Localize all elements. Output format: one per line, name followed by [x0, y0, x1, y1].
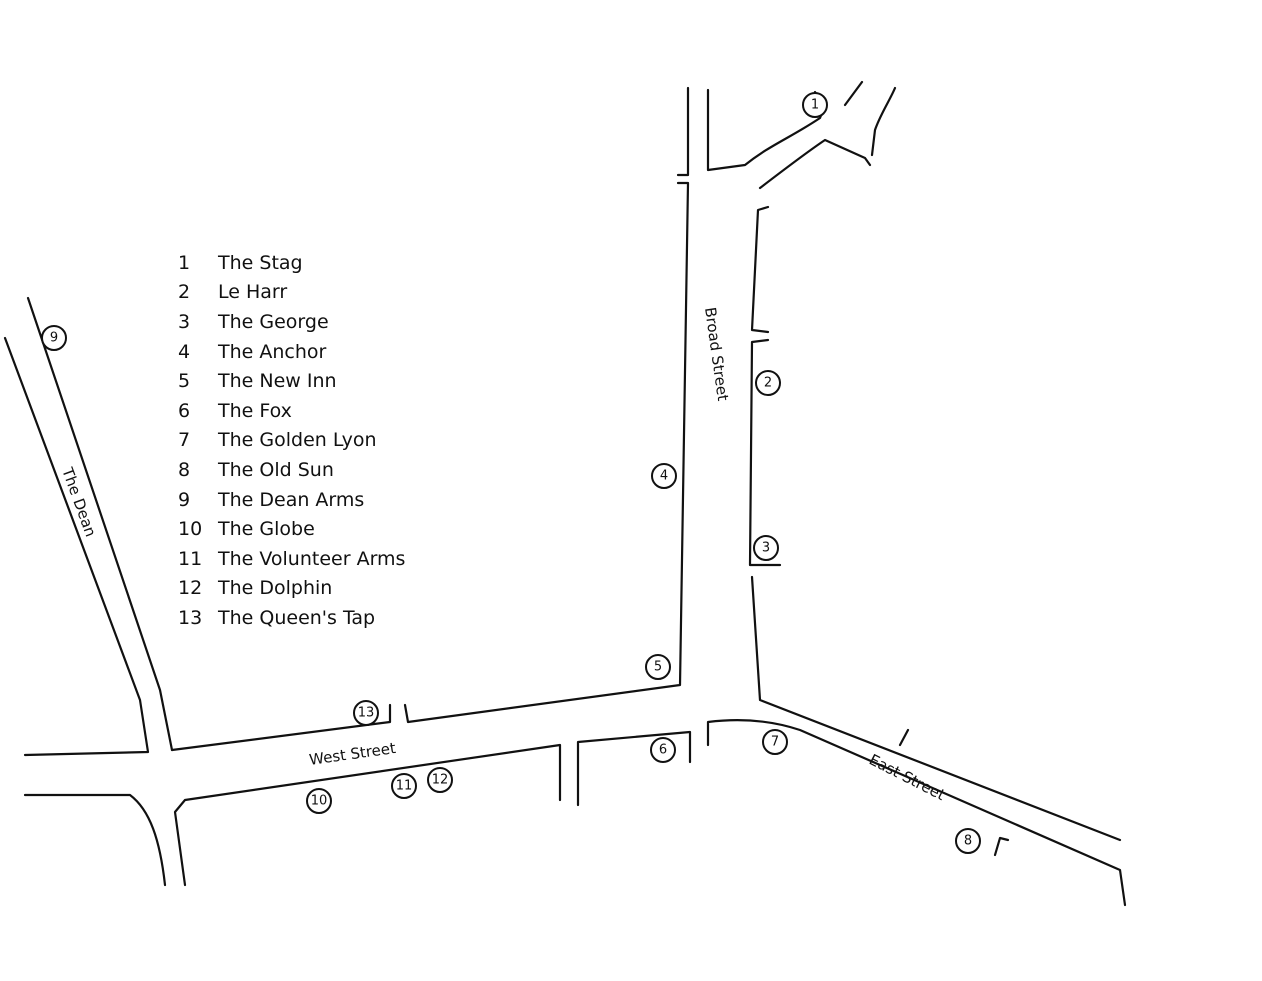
legend-name: The Queen's Tap — [218, 606, 376, 629]
legend-number: 13 — [178, 606, 203, 629]
pub-marker-10[interactable]: 10 — [306, 788, 332, 814]
street-label-the-dean: The Dean — [58, 464, 100, 539]
street-label-broad-street: Broad Street — [701, 306, 732, 402]
legend-name: The Golden Lyon — [218, 429, 377, 452]
pub-marker-12[interactable]: 12 — [427, 767, 453, 793]
svg-text:5: 5 — [654, 660, 662, 675]
legend-number: 3 — [178, 310, 191, 333]
svg-text:1: 1 — [811, 98, 819, 113]
pub-marker-3[interactable]: 3 — [753, 535, 779, 561]
legend-item: 5 The New Inn — [178, 366, 405, 396]
legend-number: 2 — [178, 281, 191, 304]
west-street-south-edge-a — [173, 743, 562, 887]
legend-item: 12 The Dolphin — [178, 574, 405, 604]
legend-number: 9 — [178, 488, 191, 511]
legend-name: The Dean Arms — [218, 488, 365, 511]
legend-number: 6 — [178, 399, 191, 422]
svg-text:6: 6 — [659, 743, 667, 758]
west-street-north-edge-b — [403, 181, 690, 724]
svg-text:3: 3 — [762, 541, 770, 556]
pub-marker-8[interactable]: 8 — [955, 828, 981, 854]
legend-name: Le Harr — [218, 281, 288, 304]
legend-name: The Stag — [218, 251, 303, 274]
svg-text:10: 10 — [311, 794, 328, 809]
broad-street-right-edge-a — [750, 205, 770, 334]
street-label-west-street: West Street — [308, 739, 397, 769]
east-street-south-edge — [706, 718, 1127, 907]
svg-text:12: 12 — [432, 773, 449, 788]
legend-number: 5 — [178, 370, 191, 393]
legend-name: The Dolphin — [218, 577, 333, 600]
pub-marker-9[interactable]: 9 — [41, 325, 67, 351]
pub-marker-4[interactable]: 4 — [651, 463, 677, 489]
pub-marker-6[interactable]: 6 — [650, 737, 676, 763]
pub-marker-1[interactable]: 1 — [802, 92, 828, 118]
legend-name: The Globe — [218, 518, 315, 541]
broad-street-right-top — [706, 88, 827, 172]
legend-item: 8 The Old Sun — [178, 455, 405, 485]
street-label-east-street: East Street — [866, 751, 948, 805]
legend-item: 11 The Volunteer Arms — [178, 544, 405, 574]
legend-item: 2 Le Harr — [178, 278, 405, 308]
svg-text:7: 7 — [771, 735, 779, 750]
svg-text:2: 2 — [764, 376, 772, 391]
west-street-north-edge-a — [170, 703, 392, 752]
legend-item: 13 The Queen's Tap — [178, 603, 405, 633]
legend-number: 8 — [178, 458, 191, 481]
legend-number: 12 — [178, 577, 203, 600]
legend-name: The New Inn — [218, 370, 337, 393]
pub-markers: 1 2 3 4 5 6 7 8 9 10 11 12 13 — [41, 92, 981, 854]
legend-item: 1 The Stag — [178, 248, 405, 278]
broad-street-left-top — [676, 86, 690, 177]
legend-item: 3 The George — [178, 307, 405, 337]
legend-name: The Fox — [218, 399, 292, 422]
legend-item: 10 The Globe — [178, 514, 405, 544]
roads — [3, 80, 1127, 907]
legend-number: 7 — [178, 429, 191, 452]
legend-number: 1 — [178, 251, 191, 274]
legend-item: 6 The Fox — [178, 396, 405, 426]
east-street-gaps — [898, 728, 1010, 857]
pub-marker-11[interactable]: 11 — [391, 773, 417, 799]
legend-number: 11 — [178, 547, 203, 570]
pub-marker-7[interactable]: 7 — [762, 729, 788, 755]
dean-left-edge — [3, 336, 150, 757]
legend-name: The George — [218, 310, 329, 333]
legend-name: The Anchor — [218, 340, 327, 363]
svg-text:13: 13 — [358, 706, 375, 721]
stag-lane — [758, 80, 897, 190]
legend: 1 The Stag 2 Le Harr 3 The George 4 The Anch… — [178, 248, 405, 633]
svg-text:9: 9 — [50, 331, 58, 346]
svg-text:4: 4 — [660, 469, 668, 484]
pub-marker-13[interactable]: 13 — [353, 700, 379, 726]
broad-street-right-edge-b — [748, 338, 782, 567]
legend-name: The Old Sun — [218, 458, 334, 481]
legend-item: 9 The Dean Arms — [178, 485, 405, 515]
dean-south-road — [23, 793, 167, 887]
pub-marker-5[interactable]: 5 — [645, 654, 671, 680]
svg-text:8: 8 — [964, 834, 972, 849]
legend-number: 10 — [178, 518, 203, 541]
dean-right-edge — [26, 296, 174, 752]
legend-item: 7 The Golden Lyon — [178, 426, 405, 456]
legend-name: The Volunteer Arms — [218, 547, 406, 570]
legend-number: 4 — [178, 340, 191, 363]
legend-item: 4 The Anchor — [178, 337, 405, 367]
pub-marker-2[interactable]: 2 — [755, 370, 781, 396]
east-street-north-edge — [750, 575, 1122, 842]
west-street-south-edge-b — [576, 730, 692, 807]
svg-text:11: 11 — [396, 779, 413, 794]
